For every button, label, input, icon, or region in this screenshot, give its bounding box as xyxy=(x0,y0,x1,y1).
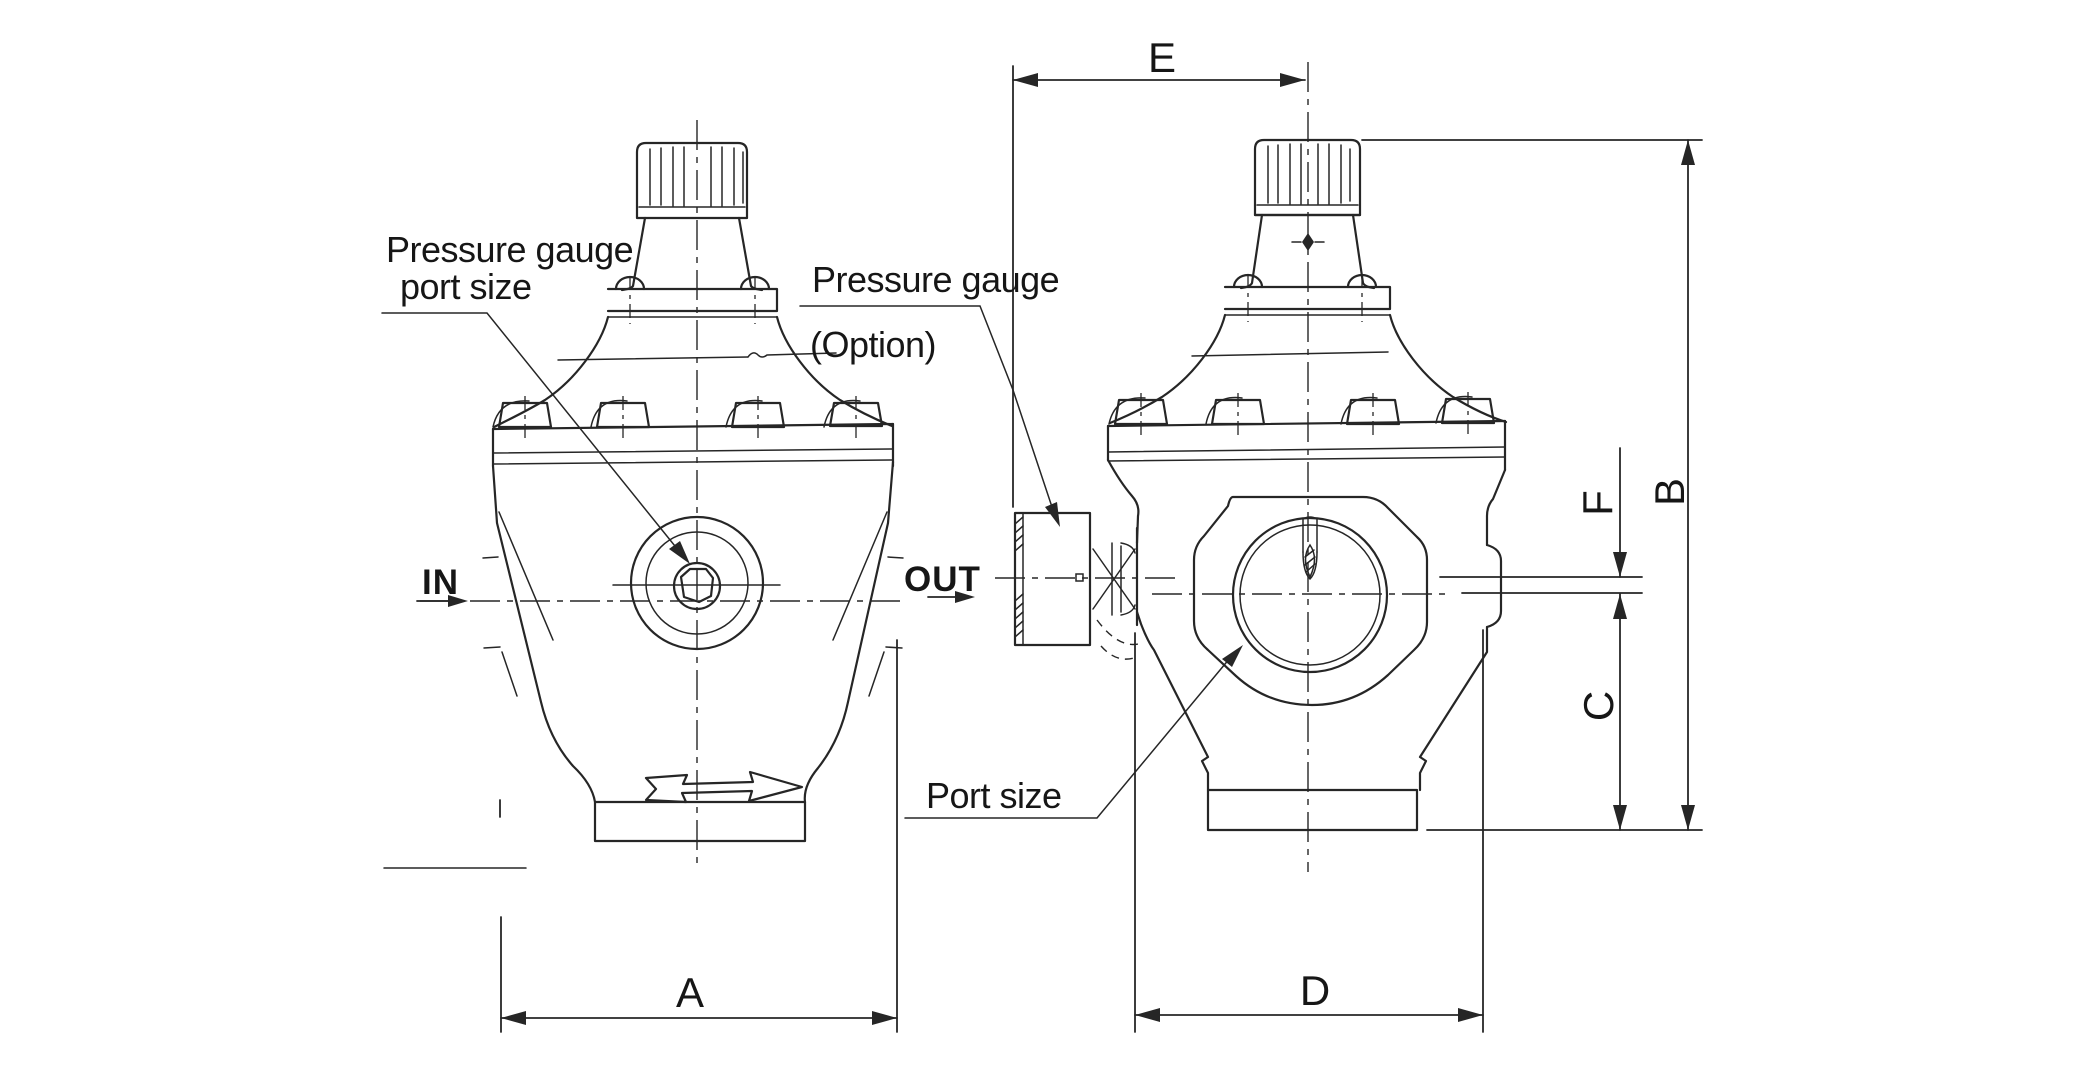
outlet-callout: OUT xyxy=(904,560,981,603)
front-bonnet xyxy=(606,275,779,324)
side-port-opening xyxy=(1231,516,1389,674)
side-view-drawing xyxy=(995,62,1508,872)
port-size-leader xyxy=(904,651,1236,819)
front-flange xyxy=(491,396,895,468)
inlet-label: IN xyxy=(422,563,459,602)
dimension-b: B xyxy=(1361,139,1703,831)
front-body xyxy=(482,460,904,804)
gauge-port-size-callout: Pressure gauge port size xyxy=(381,229,690,564)
dimension-e: E xyxy=(1012,34,1306,508)
side-spring-bell xyxy=(1108,313,1508,425)
side-flange-bolt xyxy=(1340,393,1401,439)
side-body xyxy=(1106,458,1507,832)
side-base xyxy=(1206,788,1419,832)
dimension-f: F xyxy=(1439,447,1643,594)
front-flange-bolt xyxy=(725,396,786,442)
gauge-port-size-label-line2: port size xyxy=(400,266,532,307)
side-flange-bolt xyxy=(1205,393,1266,439)
dimension-c-label: C xyxy=(1575,691,1622,721)
front-adjustment-knob xyxy=(635,141,749,220)
dimensions: E B F C xyxy=(499,34,1703,1033)
flow-direction-arrow xyxy=(644,770,804,804)
front-view-drawing xyxy=(383,120,905,869)
dimension-d: D xyxy=(1134,629,1484,1033)
side-adjustment-knob xyxy=(1253,138,1362,217)
pressure-gauge-callout: Pressure gauge (Option) xyxy=(799,259,1060,527)
pressure-gauge-label-line2: (Option) xyxy=(810,324,936,365)
side-valve-stem xyxy=(1302,516,1318,581)
side-flange xyxy=(1106,392,1507,472)
dimension-a: A xyxy=(499,639,898,1033)
dimension-e-label: E xyxy=(1148,34,1176,81)
pressure-gauge-option xyxy=(995,511,1175,660)
dimension-f-label: F xyxy=(1574,490,1621,516)
front-flange-bolt xyxy=(823,396,884,441)
front-spring-bell xyxy=(492,315,894,429)
pressure-gauge-label-line1: Pressure gauge xyxy=(812,259,1059,300)
annotations: Pressure gauge port size Pressure gauge … xyxy=(381,229,1243,819)
port-size-label: Port size xyxy=(926,775,1062,816)
side-flange-bolt xyxy=(1435,392,1496,438)
outlet-label: OUT xyxy=(904,560,981,599)
side-bonnet xyxy=(1223,273,1392,322)
front-gauge-port-boss xyxy=(612,515,781,651)
dimension-d-label: D xyxy=(1300,967,1330,1014)
front-flange-bolt xyxy=(590,396,651,442)
gauge-port-size-leader xyxy=(381,312,684,557)
gauge-port-size-label-line1: Pressure gauge xyxy=(386,229,633,270)
dimension-a-label: A xyxy=(676,969,704,1016)
pressure-gauge-leader xyxy=(799,305,1057,520)
front-flange-bolt xyxy=(492,396,553,442)
gauge-connection-stem xyxy=(1075,526,1139,660)
port-size-callout: Port size xyxy=(904,645,1243,819)
dimension-c: C xyxy=(1575,593,1627,831)
front-knob-neck xyxy=(620,216,764,292)
front-base xyxy=(593,800,807,843)
inlet-callout: IN xyxy=(416,563,468,607)
side-flange-bolt xyxy=(1108,393,1169,439)
dimension-b-label: B xyxy=(1646,478,1693,506)
